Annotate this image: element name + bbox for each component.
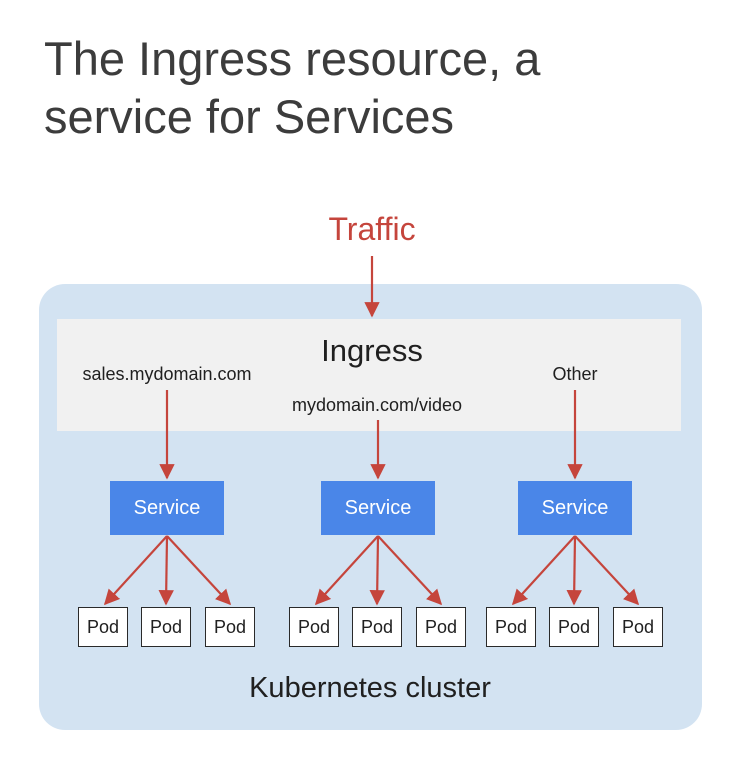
pod-box: Pod — [352, 607, 402, 647]
pod-box: Pod — [289, 607, 339, 647]
pod-box: Pod — [205, 607, 255, 647]
slide-title-line-2: service for Services — [44, 90, 455, 143]
ingress-label: Ingress — [321, 333, 423, 368]
slide-title-line-1: The Ingress resource, a — [44, 32, 541, 85]
pod-box: Pod — [416, 607, 466, 647]
pod-box: Pod — [486, 607, 536, 647]
pod-box: Pod — [78, 607, 128, 647]
cluster-label: Kubernetes cluster — [249, 672, 491, 704]
route-label-other: Other — [552, 364, 598, 384]
route-label-sales: sales.mydomain.com — [82, 364, 252, 384]
service-box-3: Service — [518, 481, 632, 535]
pod-box: Pod — [549, 607, 599, 647]
pod-box: Pod — [141, 607, 191, 647]
ingress-box — [57, 319, 681, 431]
service-box-2: Service — [321, 481, 435, 535]
pod-box: Pod — [613, 607, 663, 647]
route-label-video: mydomain.com/video — [291, 395, 463, 415]
slide-title: The Ingress resource, a service for Serv… — [44, 30, 704, 146]
traffic-label: Traffic — [328, 211, 416, 247]
service-box-1: Service — [110, 481, 224, 535]
